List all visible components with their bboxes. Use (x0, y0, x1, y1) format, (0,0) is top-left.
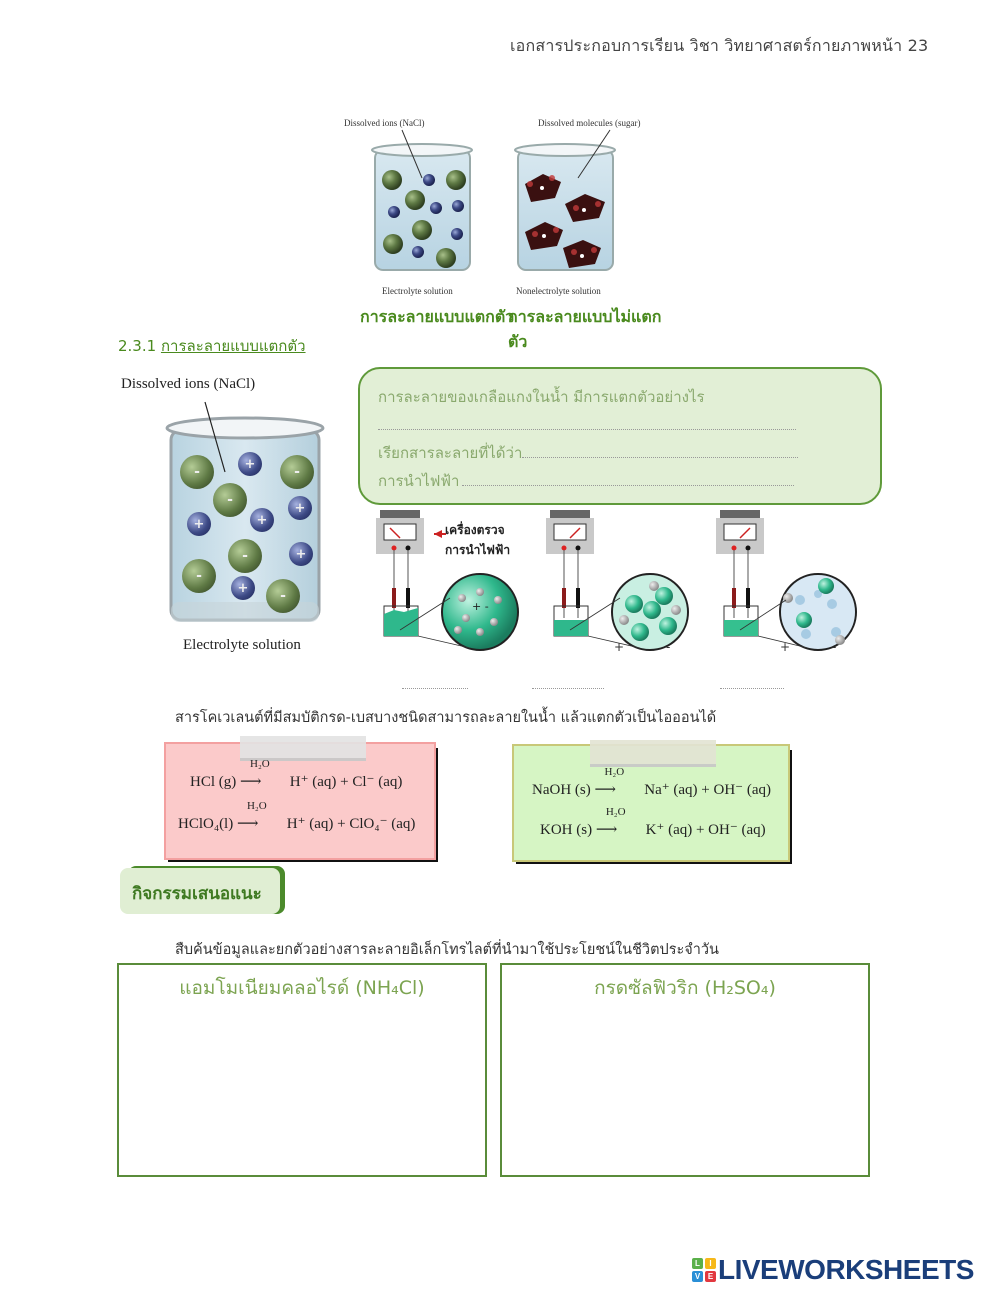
answer-line-3[interactable] (462, 485, 794, 486)
page-header: เอกสารประกอบการเรียน วิชา วิทยาศาสตร์กาย… (510, 36, 929, 55)
box-title: กรดซัลฟิวริก (H₂SO₄) (594, 977, 776, 999)
top-figure: Dissolved ions (NaCl) Dissolved molecule… (330, 112, 670, 351)
electrolyte-beaker-large: -+--+++-+-+- Dissolved ions (NaCl) Elect… (115, 372, 345, 662)
liveworksheets-logo-text: LIVEWORKSHEETS (718, 1254, 974, 1285)
annotation-line-1: เครื่องตรวจ (445, 523, 505, 537)
non-ionizing-dissolution-label: การละลายแบบไม่แตกตัว (508, 307, 662, 351)
answer-box-sulfuric-acid[interactable]: กรดซัลฟิวริก (H₂SO₄) (500, 963, 870, 1177)
acid-equation-1: HCl (g) H₂O ⟶ H⁺ (aq) + Cl⁻ (aq) (190, 758, 403, 791)
chloride-ion: - (182, 559, 216, 593)
logo-letter-tile: I (705, 1258, 716, 1269)
answer-box-ammonium-chloride[interactable]: แอมโมเนียมคลอไรด์ (NH₄Cl) (117, 963, 487, 1177)
svg-text:+ -: + - (472, 600, 489, 613)
sodium-ion: + (289, 542, 313, 566)
chloride-ion: - (180, 455, 214, 489)
base-equation-box: NaOH (s) H₂O ⟶ Na⁺ (aq) + OH⁻ (aq) KOH (… (512, 740, 790, 862)
reaction-arrow-icon: ⟶ (236, 816, 259, 832)
chloride-ion: - (213, 483, 247, 517)
panel-solid: + - (376, 510, 519, 651)
solvent: H₂O (250, 758, 270, 770)
section-number: 2.3.1 (118, 337, 157, 355)
electrolyte-solution-caption: Electrolyte solution (183, 637, 301, 653)
chloride-ion: - (266, 579, 300, 613)
reactant: HClO₄(l) (178, 816, 234, 832)
annotation-line-2: การนำไฟฟ้า (445, 543, 511, 557)
reactant: KOH (s) (540, 822, 593, 838)
acid-equation-2: HClO₄(l) H₂O ⟶ H⁺ (aq) + ClO₄⁻ (aq) (178, 800, 416, 833)
two-beakers-illustration (371, 129, 616, 271)
logo-letter-tile: V (692, 1271, 703, 1282)
nonelectrolyte-caption: Nonelectrolyte solution (516, 286, 601, 296)
ion-layer: -+--+++-+-+- (115, 372, 345, 662)
panel-aqueous (716, 510, 857, 651)
covalent-note: สารโคเวเลนต์ที่มีสมบัติกรด-เบสบางชนิดสาม… (175, 710, 717, 726)
logo-letter-tile: E (705, 1271, 716, 1282)
conductivity-illustration: + - (376, 510, 857, 651)
section-heading: 2.3.1 การละลายแบบแตกตัว (118, 334, 306, 358)
sodium-ion: + (250, 508, 274, 532)
chloride-ion: - (280, 455, 314, 489)
activity-tab: กิจกรรมเสนอแนะ (120, 868, 280, 914)
electrolyte-beaker (371, 129, 473, 271)
conductivity-diagram: + - (370, 508, 870, 698)
dissolved-ions-label: Dissolved ions (NaCl) (121, 376, 256, 392)
pole-minus-2: - (666, 640, 671, 654)
reaction-arrow-icon: ⟶ (595, 822, 618, 838)
pole-plus-2: + (614, 640, 625, 654)
panel-1-answer-line[interactable] (402, 688, 468, 689)
chloride-ion: - (228, 539, 262, 573)
products: H⁺ (aq) + Cl⁻ (aq) (289, 774, 403, 790)
panel-3-answer-line[interactable] (720, 688, 784, 689)
reaction-arrow-icon: ⟶ (594, 782, 616, 798)
solvent: H₂O (604, 766, 625, 778)
panel-2-answer-line[interactable] (532, 688, 604, 689)
meter-annotation: เครื่องตรวจ การนำไฟฟ้า (445, 520, 510, 560)
activity-instruction: สืบค้นข้อมูลและยกตัวอย่างสารละลายอิเล็กโ… (175, 942, 719, 958)
products: K⁺ (aq) + OH⁻ (aq) (645, 822, 766, 838)
tape-decoration (240, 736, 366, 761)
solvent: H₂O (246, 800, 267, 812)
pole-minus-3: - (832, 640, 837, 654)
products: H⁺ (aq) + ClO₄⁻ (aq) (286, 816, 416, 832)
tape-decoration (590, 740, 716, 767)
solution-name-label: เรียกสารละลายที่ได้ว่า (378, 444, 523, 462)
sodium-ion: + (238, 452, 262, 476)
acid-equation-box: HCl (g) H₂O ⟶ H⁺ (aq) + Cl⁻ (aq) HClO₄(l… (164, 736, 436, 860)
logo-letter-tile: L (692, 1258, 703, 1269)
box-title: แอมโมเนียมคลอไรด์ (NH₄Cl) (179, 977, 425, 999)
answer-line-2[interactable] (522, 457, 798, 458)
dissolved-molecules-label: Dissolved molecules (sugar) (538, 118, 641, 128)
sodium-ion: + (231, 576, 255, 600)
reactant: NaOH (s) (532, 782, 591, 798)
sodium-ion: + (288, 496, 312, 520)
answer-line-1[interactable] (378, 429, 796, 430)
question-box: การละลายของเกลือแกงในน้ำ มีการแตกตัวอย่า… (358, 367, 882, 505)
pole-plus-3: + (780, 640, 791, 654)
dissolved-ions-label: Dissolved ions (NaCl) (344, 118, 425, 128)
reactant: HCl (g) (190, 774, 237, 790)
base-equation-2: KOH (s) H₂O ⟶ K⁺ (aq) + OH⁻ (aq) (540, 806, 766, 839)
base-equation-1: NaOH (s) H₂O ⟶ Na⁺ (aq) + OH⁻ (aq) (532, 766, 771, 799)
products: Na⁺ (aq) + OH⁻ (aq) (644, 782, 771, 798)
panel-molten (546, 510, 689, 651)
section-title: การละลายแบบแตกตัว (160, 337, 306, 355)
question-text: การละลายของเกลือแกงในน้ำ มีการแตกตัวอย่า… (378, 388, 705, 406)
reaction-arrow-icon: ⟶ (240, 774, 262, 790)
activity-title: กิจกรรมเสนอแนะ (132, 884, 262, 904)
ionizing-dissolution-label: การละลายแบบแตกตัว (360, 307, 515, 326)
conductivity-label: การนำไฟฟ้า (378, 472, 460, 490)
solvent: H₂O (605, 806, 626, 818)
sodium-ion: + (187, 512, 211, 536)
electrolyte-caption: Electrolyte solution (382, 286, 453, 296)
nonelectrolyte-beaker (514, 129, 616, 271)
